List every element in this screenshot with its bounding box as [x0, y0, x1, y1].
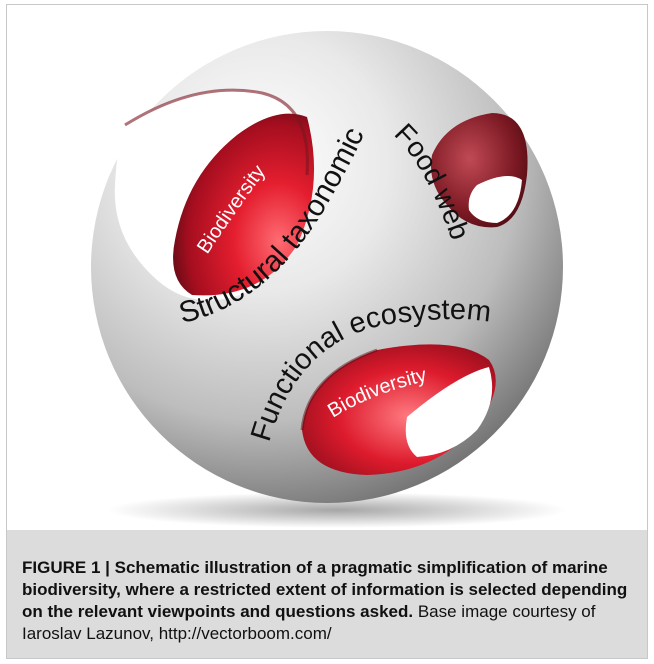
- figure-frame: Biodiversity Structural taxonomic Food w…: [6, 4, 648, 659]
- figure-illustration: Biodiversity Structural taxonomic Food w…: [7, 5, 649, 530]
- sphere-diagram: Biodiversity Structural taxonomic Food w…: [91, 31, 567, 528]
- caption-text: FIGURE 1 | Schematic illustration of a p…: [22, 557, 642, 645]
- caption-title: FIGURE 1 | Schematic illustration of a p…: [22, 558, 628, 621]
- figure-caption: FIGURE 1 | Schematic illustration of a p…: [7, 530, 647, 658]
- caption-credit: Base image courtesy of Iaroslav Lazunov,…: [22, 602, 596, 643]
- hole-upper-left: [114, 88, 315, 301]
- hole-upper-right: [431, 113, 528, 228]
- hole-lower: [300, 344, 496, 475]
- ground-shadow: [107, 492, 567, 528]
